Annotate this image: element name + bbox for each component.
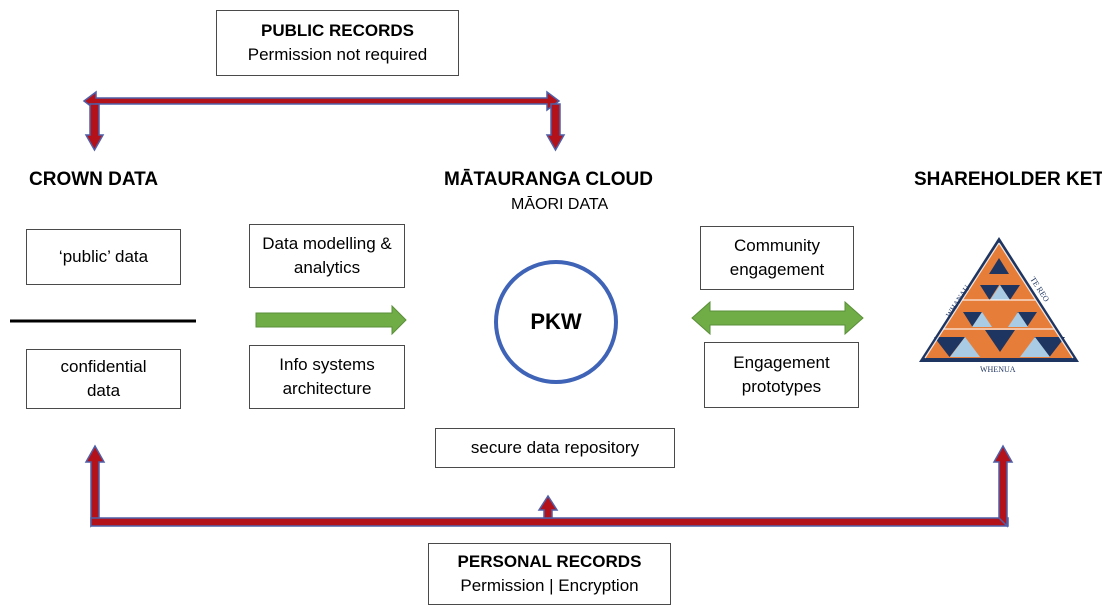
public-data-label: ‘public’ data [58,247,149,266]
maori-data-subheading: MĀORI DATA [511,196,609,213]
shareholder-up-arrow [992,444,1014,528]
engagement-prototypes-box: Engagement prototypes [704,342,859,408]
data-modelling-label: Data modelling & analytics [262,234,392,277]
crown-data-heading: CROWN DATA [29,169,159,190]
personal-records-title: PERSONAL RECORDS [457,552,642,571]
engagement-prototypes-label: Engagement prototypes [733,353,830,396]
public-records-subtitle: Permission not required [247,45,428,64]
matauranga-cloud-heading: MĀTAURANGA CLOUD [444,169,653,190]
personal-records-box: PERSONAL RECORDS Permission | Encryption [428,543,671,605]
community-engagement-box: Community engagement [700,226,854,290]
community-engagement-label: Community engagement [729,236,825,279]
repository-up-arrow [537,494,559,519]
public-data-box: ‘public’ data [26,229,181,285]
shareholder-kete-logo: WHANAU TE REO WHENUA [919,237,1079,374]
public-records-arrow [82,90,561,112]
pkw-label: PKW [530,309,582,334]
secure-repository-box: secure data repository [435,428,675,468]
confidential-data-box: confidential data [26,349,181,409]
engagement-arrow [691,300,864,336]
confidential-data-label: confidential data [60,357,147,400]
to-matauranga-arrow [545,103,566,152]
to-crown-data-arrow [84,103,105,152]
personal-records-subtitle: Permission | Encryption [460,576,639,595]
public-records-title: PUBLIC RECORDS [260,21,414,40]
personal-records-bar [90,517,1009,527]
info-systems-label: Info systems architecture [279,355,375,398]
pkw-circle: PKW [494,260,618,384]
crown-up-arrow [84,444,106,528]
data-modelling-box: Data modelling & analytics [249,224,405,288]
analytics-arrow [255,304,407,336]
info-systems-box: Info systems architecture [249,345,405,409]
public-records-box: PUBLIC RECORDS Permission not required [216,10,459,76]
logo-text-whenua: WHENUA [980,365,1016,374]
shareholder-kete-heading: SHAREHOLDER KETE [914,169,1102,190]
secure-repository-label: secure data repository [470,438,640,457]
